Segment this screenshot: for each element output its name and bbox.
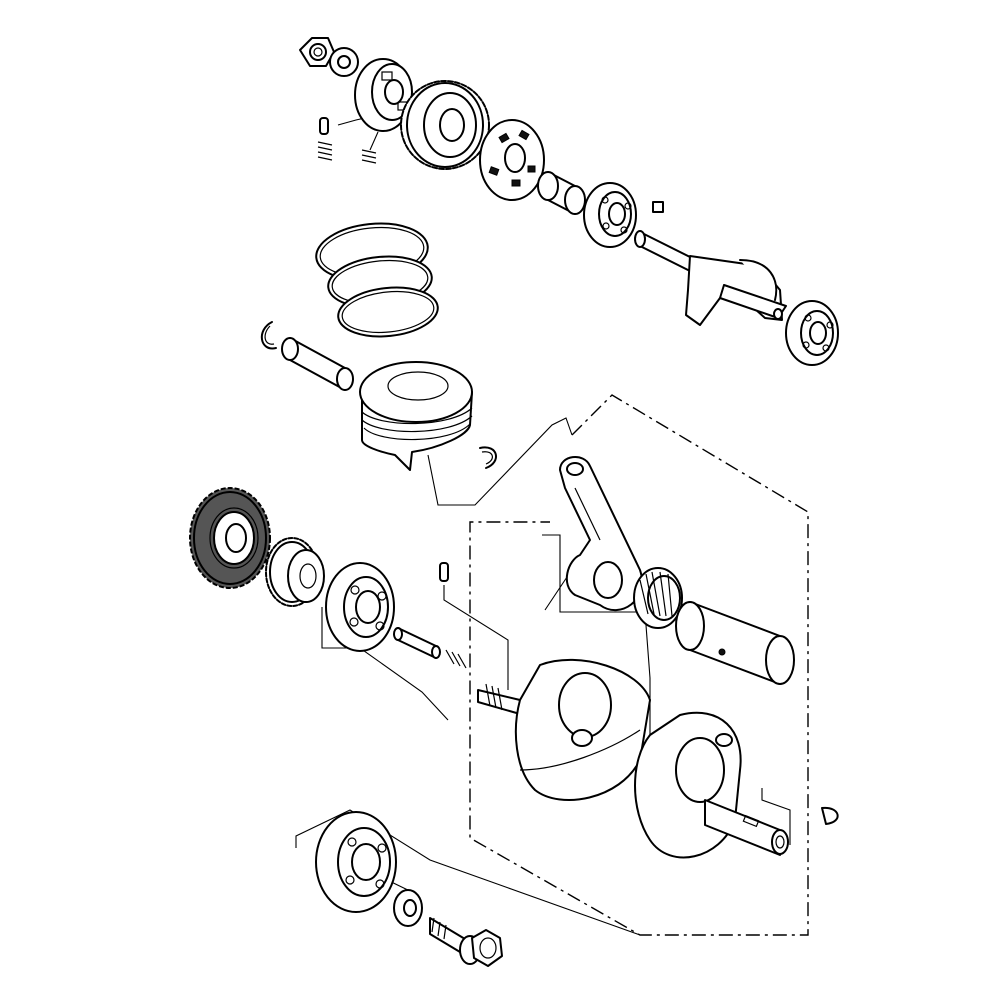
piston-pin xyxy=(281,337,354,391)
pin xyxy=(439,562,449,582)
primary-drive-gear xyxy=(189,487,271,589)
rotor-plate xyxy=(479,119,545,201)
cam-plate xyxy=(354,58,413,132)
balancer-shaft xyxy=(634,230,787,326)
circlip xyxy=(479,446,497,469)
bearing xyxy=(785,300,839,366)
woodruff-key xyxy=(821,806,839,825)
crankshaft-right xyxy=(634,711,789,859)
needle-bearing xyxy=(633,567,683,629)
washer xyxy=(393,889,423,927)
collar xyxy=(537,171,586,215)
drive-sprocket-gear xyxy=(265,537,325,607)
piston-ring-set xyxy=(315,222,439,338)
crank-pin xyxy=(675,601,795,685)
piston xyxy=(359,361,473,471)
lock-washer xyxy=(329,47,359,77)
crankshaft-left xyxy=(477,658,651,801)
flange-bolt xyxy=(429,917,503,967)
key xyxy=(652,201,664,213)
bearing xyxy=(315,811,397,913)
nut xyxy=(299,37,335,67)
spring xyxy=(317,141,377,164)
connecting-rod xyxy=(559,456,643,611)
driven-gear xyxy=(400,80,490,170)
circlip xyxy=(261,321,277,350)
spring xyxy=(393,627,467,669)
crankshaft-assembly-outline xyxy=(469,394,809,936)
pin xyxy=(319,117,329,135)
bearing xyxy=(583,182,637,248)
bearing xyxy=(325,562,395,652)
